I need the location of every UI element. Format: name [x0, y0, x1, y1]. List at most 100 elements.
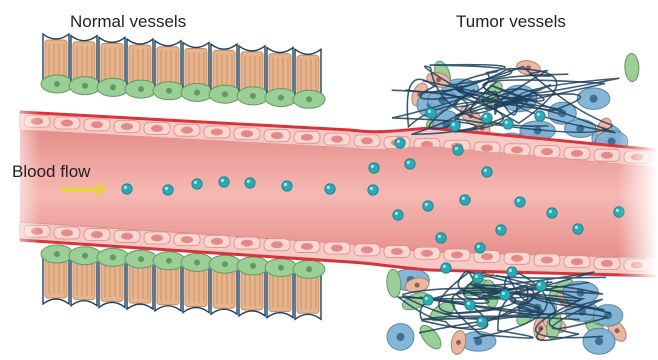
nanoparticle-highlight	[165, 187, 168, 190]
nanoparticle-highlight	[475, 275, 478, 278]
endothelial-nucleus	[511, 255, 523, 262]
endothelial-nucleus	[541, 148, 553, 155]
nanoparticle-icon	[515, 197, 525, 207]
nanoparticle-icon	[282, 181, 292, 191]
pericyte-nucleus	[250, 93, 256, 99]
nanoparticle-icon	[423, 201, 433, 211]
nanoparticle-highlight	[498, 227, 501, 230]
nanoparticle-highlight	[452, 123, 455, 126]
endothelial-nucleus	[181, 127, 193, 134]
tumor-cell-nucleus	[590, 95, 598, 103]
nanoparticle-highlight	[395, 212, 398, 215]
pericyte-nucleus	[82, 253, 88, 259]
nanoparticle-icon	[547, 208, 557, 218]
endothelial-nucleus	[271, 132, 283, 139]
nanoparticle-icon	[395, 138, 405, 148]
endothelial-nucleus	[121, 233, 133, 240]
nanoparticle-highlight	[425, 203, 428, 206]
endothelial-nucleus	[91, 231, 103, 238]
nanoparticle-icon	[405, 159, 415, 169]
nanoparticle-icon	[453, 145, 463, 155]
nanoparticle-highlight	[397, 140, 400, 143]
endothelial-nucleus	[241, 240, 253, 247]
endothelial-nucleus	[271, 241, 283, 248]
nanoparticle-icon	[219, 177, 229, 187]
endothelial-nucleus	[601, 152, 613, 159]
normal-top-perivascular-cells	[41, 34, 325, 108]
nanoparticle-icon	[245, 178, 255, 188]
nanoparticle-highlight	[479, 319, 482, 322]
cell-nucleus	[415, 283, 420, 288]
nanoparticle-highlight	[455, 147, 458, 150]
pericyte-nucleus	[166, 88, 172, 94]
endothelial-nucleus	[361, 246, 373, 253]
nanoparticle-icon	[475, 243, 485, 253]
endothelial-nucleus	[571, 258, 583, 265]
nanoparticle-icon	[460, 195, 470, 205]
nanoparticle-highlight	[407, 161, 410, 164]
pericyte-nucleus	[306, 266, 312, 272]
nanoparticle-highlight	[370, 187, 373, 190]
nanoparticle-icon	[426, 108, 436, 118]
pericyte-nucleus	[222, 261, 228, 267]
nanoparticle-icon	[482, 113, 492, 123]
endothelial-nucleus	[571, 150, 583, 157]
endothelial-nucleus	[541, 257, 553, 264]
nanoparticle-icon	[163, 185, 173, 195]
nanoparticle-highlight	[467, 302, 470, 305]
nanoparticle-highlight	[538, 283, 541, 286]
pericyte-nucleus	[138, 86, 144, 92]
pericyte-nucleus	[54, 251, 60, 257]
nanoparticle-highlight	[462, 197, 465, 200]
pericyte-nucleus	[278, 265, 284, 271]
pericyte-nucleus	[54, 81, 60, 87]
nanoparticle-highlight	[428, 110, 431, 113]
endothelial-nucleus	[391, 248, 403, 255]
endothelial-nucleus	[211, 238, 223, 245]
nanoparticle-highlight	[477, 245, 480, 248]
endothelial-nucleus	[91, 121, 103, 128]
endothelial-nucleus	[181, 236, 193, 243]
nanoparticle-icon	[573, 224, 583, 234]
nanoparticle-highlight	[425, 297, 428, 300]
endothelial-nucleus	[241, 130, 253, 137]
endothelial-nucleus	[511, 146, 523, 153]
endothelial-nucleus	[301, 134, 313, 141]
nanoparticle-icon	[393, 210, 403, 220]
endothelial-nucleus	[61, 120, 73, 127]
pericyte-nucleus	[194, 90, 200, 96]
cell-nucleus	[456, 340, 461, 345]
cell-nucleus	[615, 328, 620, 333]
endothelial-nucleus	[61, 229, 73, 236]
nanoparticle-highlight	[484, 115, 487, 118]
nanoparticle-icon	[496, 225, 506, 235]
nanoparticle-icon	[423, 295, 433, 305]
pericyte-nucleus	[222, 91, 228, 97]
blood-flow-label: Blood flow	[12, 162, 90, 182]
nanoparticle-icon	[441, 263, 451, 273]
pericyte-icon	[416, 322, 445, 353]
nanoparticle-highlight	[509, 269, 512, 272]
nanoparticle-icon	[325, 184, 335, 194]
endothelial-nucleus	[481, 253, 493, 260]
pericyte-nucleus	[306, 96, 312, 102]
nanoparticle-highlight	[502, 292, 505, 295]
nanoparticle-highlight	[247, 180, 250, 183]
pericyte-nucleus	[194, 260, 200, 266]
nanoparticle-icon	[536, 281, 546, 291]
nanoparticle-icon	[369, 163, 379, 173]
nanoparticle-highlight	[537, 113, 540, 116]
endothelial-nucleus	[331, 245, 343, 252]
pericyte-nucleus	[110, 254, 116, 260]
pericyte-nucleus	[82, 83, 88, 89]
endothelial-nucleus	[331, 136, 343, 143]
nanoparticle-highlight	[221, 179, 224, 182]
nanoparticle-icon	[500, 290, 510, 300]
nanoparticle-highlight	[371, 165, 374, 168]
nanoparticle-icon	[436, 233, 446, 243]
nanoparticle-icon	[122, 184, 132, 194]
nanoparticle-highlight	[124, 186, 127, 189]
nanoparticle-highlight	[284, 183, 287, 186]
